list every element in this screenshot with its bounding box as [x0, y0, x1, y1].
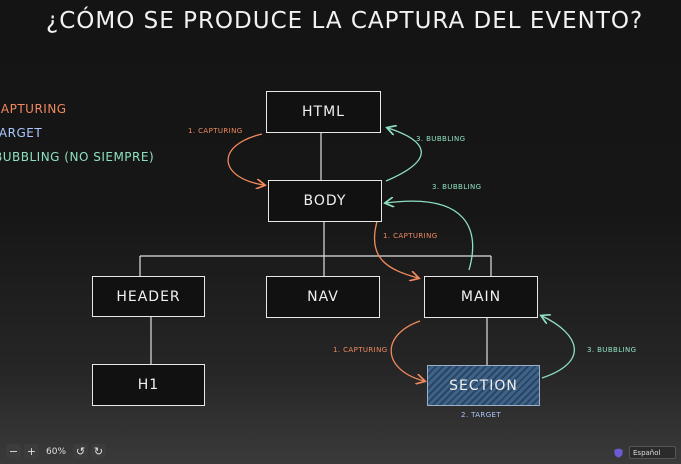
shield-icon [614, 448, 623, 458]
node-main[interactable]: MAIN [424, 276, 538, 318]
arrow-capturing-main-section [390, 320, 424, 381]
language-select[interactable]: Español [629, 446, 676, 459]
arrow-capturing-html-body [227, 133, 264, 185]
arrow-bubbling-main-body [386, 201, 474, 271]
label-target: 2. TARGET [461, 411, 502, 419]
arrow-capturing-body-main [373, 217, 418, 278]
redo-button[interactable]: ↻ [91, 444, 107, 459]
label-bubbling-body-html: 3. BUBBLING [416, 135, 466, 143]
node-html[interactable]: HTML [266, 91, 381, 133]
node-section[interactable]: SECTION [427, 365, 540, 406]
legend-bubbling: BUBBLING (NO SIEMPRE) [0, 150, 155, 164]
label-capturing-body-main: 1. CAPTURING [383, 232, 438, 240]
node-header[interactable]: HEADER [92, 276, 205, 317]
label-bubbling-main-body: 3. BUBBLING [432, 183, 482, 191]
label-capturing-main-section: 1. CAPTURING [333, 346, 388, 354]
undo-button[interactable]: ↺ [73, 444, 89, 459]
label-capturing-html-body: 1. CAPTURING [188, 127, 243, 135]
zoom-level: 60% [46, 446, 67, 457]
node-body[interactable]: BODY [268, 180, 382, 222]
label-bubbling-section-main: 3. BUBBLING [587, 346, 637, 354]
zoom-in-button[interactable]: + [24, 444, 39, 459]
node-h1[interactable]: H1 [92, 364, 205, 406]
page-title: ¿CÓMO SE PRODUCE LA CAPTURA DEL EVENTO? [46, 8, 644, 34]
node-nav[interactable]: NAV [266, 276, 380, 318]
legend-capturing: CAPTURING [0, 102, 67, 116]
legend-target: TARGET [0, 126, 43, 140]
zoom-toolbar: − + 60% ↺ ↻ [6, 444, 107, 459]
arrow-bubbling-section-main [542, 316, 575, 379]
arrow-bubbling-body-html [386, 128, 422, 182]
zoom-out-button[interactable]: − [6, 444, 21, 459]
legend: CAPTURING TARGET BUBBLING (NO SIEMPRE) [0, 100, 154, 172]
